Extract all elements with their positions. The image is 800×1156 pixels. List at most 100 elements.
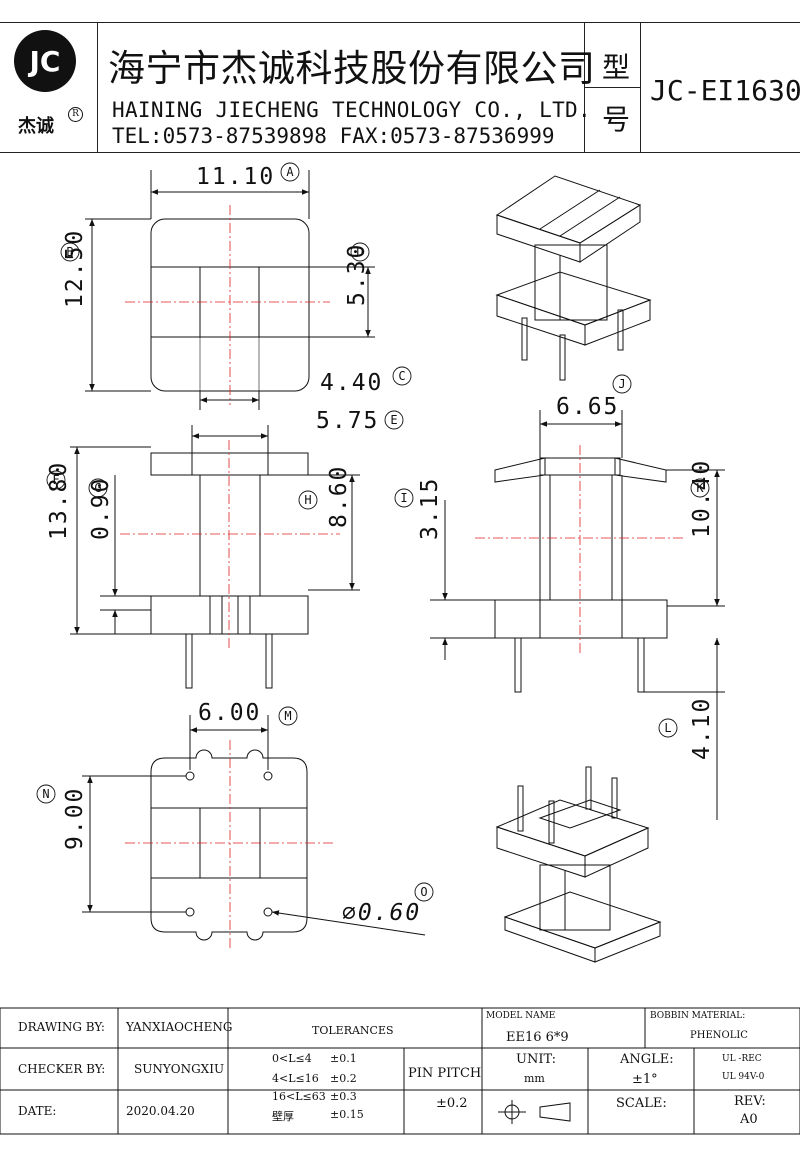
rev-value: A0 bbox=[740, 1112, 758, 1127]
dimension-e-mark-circle bbox=[384, 410, 404, 430]
border-line bbox=[0, 22, 800, 23]
dimension-d-mark: D bbox=[356, 245, 363, 259]
date-value: 2020.04.20 bbox=[126, 1104, 195, 1118]
unit-value: mm bbox=[524, 1072, 545, 1085]
top-view bbox=[85, 170, 375, 410]
pin-pitch-value: ±0.2 bbox=[436, 1096, 468, 1111]
tolerance-value: ±0.1 bbox=[330, 1052, 357, 1065]
drawing-by-label: DRAWING BY: bbox=[18, 1020, 105, 1034]
tolerance-range: 4<L≤16 bbox=[272, 1072, 319, 1085]
bobbin-material: PHENOLIC bbox=[690, 1030, 748, 1041]
dimension-f-value: 13.80 bbox=[46, 461, 72, 540]
ul-rating: UL 94V-0 bbox=[722, 1072, 765, 1082]
tolerance-range: 0<L≤4 bbox=[272, 1052, 312, 1065]
drawing-by-value: YANXIAOCHENG bbox=[126, 1020, 233, 1034]
dimension-h-value: 8.60 bbox=[326, 465, 352, 528]
dimension-j-mark-circle bbox=[612, 374, 632, 394]
bottom-view bbox=[82, 715, 426, 950]
front-view bbox=[70, 425, 360, 689]
dimension-l-mark-circle bbox=[658, 718, 678, 738]
dimension-o-mark: O bbox=[420, 885, 427, 899]
dimension-o-value: ⌀0.60 bbox=[342, 900, 421, 926]
dimension-c-mark-circle bbox=[392, 366, 412, 386]
date-label: DATE: bbox=[18, 1104, 57, 1118]
angle-value: ±1° bbox=[632, 1072, 658, 1087]
dimension-g-mark-circle bbox=[88, 478, 108, 498]
dimension-f-mark: F bbox=[52, 473, 59, 487]
tolerance-range: 壁厚 bbox=[272, 1110, 294, 1123]
title-block-grid bbox=[0, 1007, 800, 1135]
logo-text: JC bbox=[29, 44, 61, 78]
tolerance-value: ±0.2 bbox=[330, 1072, 357, 1085]
dimension-h-mark-circle bbox=[298, 490, 318, 510]
dimension-a-mark-circle bbox=[280, 162, 300, 182]
company-name-en: HAINING JIECHENG TECHNOLOGY CO., LTD. bbox=[112, 98, 591, 122]
dimension-i-mark: I bbox=[400, 491, 407, 505]
unit-label: UNIT: bbox=[516, 1052, 557, 1067]
dimension-i-value: 3.15 bbox=[417, 477, 443, 540]
dimension-l-value: 4.10 bbox=[689, 697, 715, 760]
dimension-k-mark-circle bbox=[690, 478, 710, 498]
tolerance-value: ±0.3 bbox=[330, 1090, 357, 1103]
dimension-g-mark: G bbox=[94, 481, 101, 495]
dimension-g-value: 0.90 bbox=[88, 477, 114, 540]
scale-label: SCALE: bbox=[616, 1096, 667, 1111]
dimension-a-mark: A bbox=[286, 165, 294, 179]
dimension-n-mark-circle bbox=[36, 784, 56, 804]
registered-mark-icon: R bbox=[68, 107, 83, 122]
dimension-b-mark-circle bbox=[60, 242, 80, 262]
dimension-d-value: 5.30 bbox=[344, 243, 370, 306]
title-header: JC 杰诚 R 海宁市杰诚科技股份有限公司 HAINING JIECHENG T… bbox=[0, 0, 800, 153]
dimension-a-value: 11.10 bbox=[196, 164, 275, 190]
border-line bbox=[97, 22, 98, 152]
type-label: 型 bbox=[602, 51, 631, 84]
dimension-n-value: 9.00 bbox=[62, 787, 88, 850]
tolerance-range: 16<L≤63 bbox=[272, 1090, 326, 1103]
tolerances-label: TOLERANCES bbox=[312, 1024, 394, 1037]
logo-label: 杰诚 bbox=[18, 116, 54, 137]
dimension-b-value: 12.50 bbox=[62, 229, 88, 308]
dimension-c-mark: C bbox=[398, 369, 405, 383]
border-line bbox=[640, 22, 641, 152]
dimension-j-value: 6.65 bbox=[556, 394, 619, 420]
type-label: 号 bbox=[602, 103, 631, 136]
dimension-m-mark: M bbox=[284, 709, 291, 723]
company-contact: TEL:0573-87539898 FAX:0573-87536999 bbox=[112, 124, 555, 148]
side-view bbox=[430, 410, 725, 820]
dimension-j-mark: J bbox=[618, 377, 625, 391]
dimension-k-mark: K bbox=[696, 481, 704, 495]
dimension-e-mark: E bbox=[390, 413, 397, 427]
pin-pitch-label: PIN PITCH bbox=[408, 1066, 482, 1081]
dimension-i-mark-circle bbox=[394, 488, 414, 508]
dimension-o-mark-circle bbox=[414, 882, 434, 902]
checker-by-value: SUNYONGXIU bbox=[134, 1062, 225, 1076]
dimension-b-mark: B bbox=[66, 245, 73, 259]
border-line bbox=[584, 87, 640, 88]
dimension-l-mark: L bbox=[664, 721, 671, 735]
model-name: EE16 6*9 bbox=[506, 1030, 569, 1045]
dimension-k-value: 10.40 bbox=[689, 459, 715, 538]
isometric-view-top bbox=[495, 175, 652, 381]
angle-label: ANGLE: bbox=[620, 1052, 674, 1067]
company-logo: JC bbox=[14, 30, 76, 92]
rev-label: REV: bbox=[734, 1094, 766, 1109]
isometric-view-bottom bbox=[495, 766, 662, 963]
border-line bbox=[0, 152, 800, 153]
dimension-e-value: 5.75 bbox=[316, 408, 379, 434]
bobbin-material-label: BOBBIN MATERIAL: bbox=[650, 1011, 746, 1021]
dimension-labels: 11.10 A 12.50B 4.40 C 5.30D 5.75 E 13.80F 0.90G 8.… bbox=[36, 162, 715, 926]
tolerance-value: ±0.15 bbox=[330, 1108, 364, 1121]
dimension-m-value: 6.00 bbox=[198, 700, 261, 726]
model-name-label: MODEL NAME bbox=[486, 1011, 556, 1021]
company-name-cn: 海宁市杰诚科技股份有限公司 bbox=[108, 47, 596, 90]
model-number: JC-EI1630 bbox=[650, 74, 800, 107]
ul-rec: UL -REC bbox=[722, 1054, 762, 1064]
dimension-m-mark-circle bbox=[278, 706, 298, 726]
checker-by-label: CHECKER BY: bbox=[18, 1062, 106, 1076]
dimension-n-mark: N bbox=[42, 787, 49, 801]
dimension-f-mark-circle bbox=[46, 470, 66, 490]
dimension-h-mark: H bbox=[304, 493, 311, 507]
dimension-d-mark-circle bbox=[350, 242, 370, 262]
dimension-c-value: 4.40 bbox=[320, 370, 383, 396]
